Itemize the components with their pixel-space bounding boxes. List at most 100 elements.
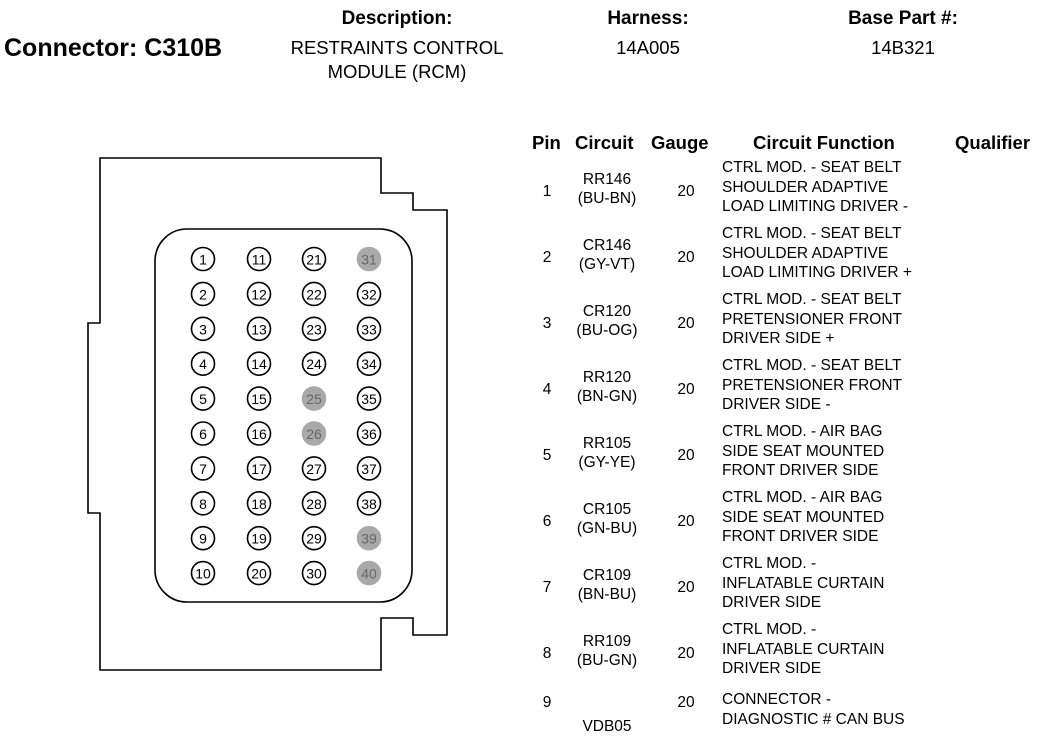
base-part-value: 14B321: [871, 37, 935, 58]
pin-13-cavity: [246, 316, 272, 342]
column-header-pin: Pin: [532, 132, 561, 153]
wire-gauge: 20: [677, 183, 695, 200]
pin-36-label: 36: [361, 426, 377, 442]
pin-17-cavity: [246, 456, 272, 481]
circuit-id: VDB05: [582, 718, 632, 735]
wire-gauge: 20: [677, 579, 695, 596]
circuit-id: CR146(GY-VT): [578, 237, 636, 273]
pin-36-cavity: [356, 421, 382, 446]
pin-16-cavity: [246, 421, 272, 446]
wire-gauge: 20: [677, 447, 695, 464]
pin-1-label: 1: [199, 252, 207, 268]
pin-22-cavity: [301, 281, 327, 307]
pin-32-label: 32: [361, 286, 377, 302]
pin-9-label: 9: [199, 531, 207, 547]
pin-3-label: 3: [199, 321, 207, 337]
pin-31-label: 31: [361, 252, 377, 268]
pin-5-label: 5: [199, 391, 207, 407]
pin-number: 3: [542, 315, 552, 332]
pin-27-cavity: [301, 456, 327, 481]
wire-gauge: 20: [677, 513, 695, 530]
pin-11-cavity: [246, 246, 272, 272]
pin-number: 2: [542, 249, 552, 266]
column-header-gauge: Gauge: [651, 132, 709, 153]
pin-8-cavity: [190, 490, 216, 516]
pin-34-label: 34: [361, 356, 377, 372]
wire-gauge: 20: [677, 381, 695, 398]
circuit-id: RR109(BU-GN): [576, 633, 638, 669]
pin-6-label: 6: [199, 426, 207, 442]
pin-25-cavity: [301, 386, 327, 411]
pin-number: 1: [542, 183, 552, 200]
pin-number: 8: [542, 645, 552, 662]
circuit-id: CR120(BU-OG): [576, 303, 638, 339]
pin-1-cavity: [190, 246, 216, 272]
wire-gauge: 20: [677, 694, 695, 711]
pin-28-label: 28: [306, 496, 322, 512]
pin-5-cavity: [190, 386, 216, 411]
pin-32-cavity: [356, 281, 382, 307]
pin-29-cavity: [301, 525, 327, 551]
description-label: Description:: [341, 8, 453, 29]
column-header-circuit: Circuit: [575, 132, 634, 153]
pin-26-cavity: [301, 421, 327, 446]
pin-4-label: 4: [199, 356, 207, 372]
pin-3-cavity: [190, 316, 216, 342]
pin-26-label: 26: [306, 426, 322, 442]
pin-33-label: 33: [361, 321, 377, 337]
pin-17-label: 17: [251, 461, 267, 477]
pin-12-label: 12: [251, 286, 267, 302]
pin-12-cavity: [246, 281, 272, 307]
circuit-function: CONNECTOR -DIAGNOSTIC # CAN BUS: [722, 691, 905, 728]
pin-34-cavity: [356, 351, 382, 377]
pin-22-label: 22: [306, 286, 322, 302]
wire-gauge: 20: [677, 249, 695, 266]
column-header-qualifier: Qualifier: [955, 132, 1031, 153]
table-row: 9 VDB05 20 CONNECTOR -DIAGNOSTIC # CAN BUS: [530, 690, 1050, 756]
pin-33-cavity: [356, 316, 382, 342]
pin-38-cavity: [356, 490, 382, 516]
pin-25-label: 25: [306, 391, 322, 407]
pin-14-label: 14: [251, 356, 267, 372]
connector-outline: [87, 157, 448, 671]
pin-19-label: 19: [251, 531, 267, 547]
pin-7-cavity: [190, 456, 216, 481]
pin-23-label: 23: [306, 321, 322, 337]
pin-28-cavity: [301, 490, 327, 516]
pin-number: 9: [542, 694, 552, 711]
pin-number: 6: [542, 513, 552, 530]
pin-38-label: 38: [361, 496, 377, 512]
pin-number: 4: [542, 381, 552, 398]
pin-10-label: 10: [195, 566, 211, 582]
circuit-id: RR120(BN-GN): [576, 369, 638, 405]
pin-39-cavity: [356, 525, 382, 551]
column-header-circuit-function: Circuit Function: [753, 132, 895, 153]
pin-39-label: 39: [361, 531, 377, 547]
pin-15-cavity: [246, 386, 272, 411]
wire-gauge: 20: [677, 645, 695, 662]
pin-40-label: 40: [361, 566, 377, 582]
pin-30-cavity: [301, 560, 327, 586]
pin-number: 7: [542, 579, 552, 596]
pin-20-cavity: [246, 560, 272, 586]
base-part-label: Base Part #:: [848, 8, 958, 29]
pin-31-cavity: [356, 246, 382, 272]
pin-2-label: 2: [199, 286, 207, 302]
pin-2-cavity: [190, 281, 216, 307]
pin-18-label: 18: [251, 496, 267, 512]
pin-19-cavity: [246, 525, 272, 551]
